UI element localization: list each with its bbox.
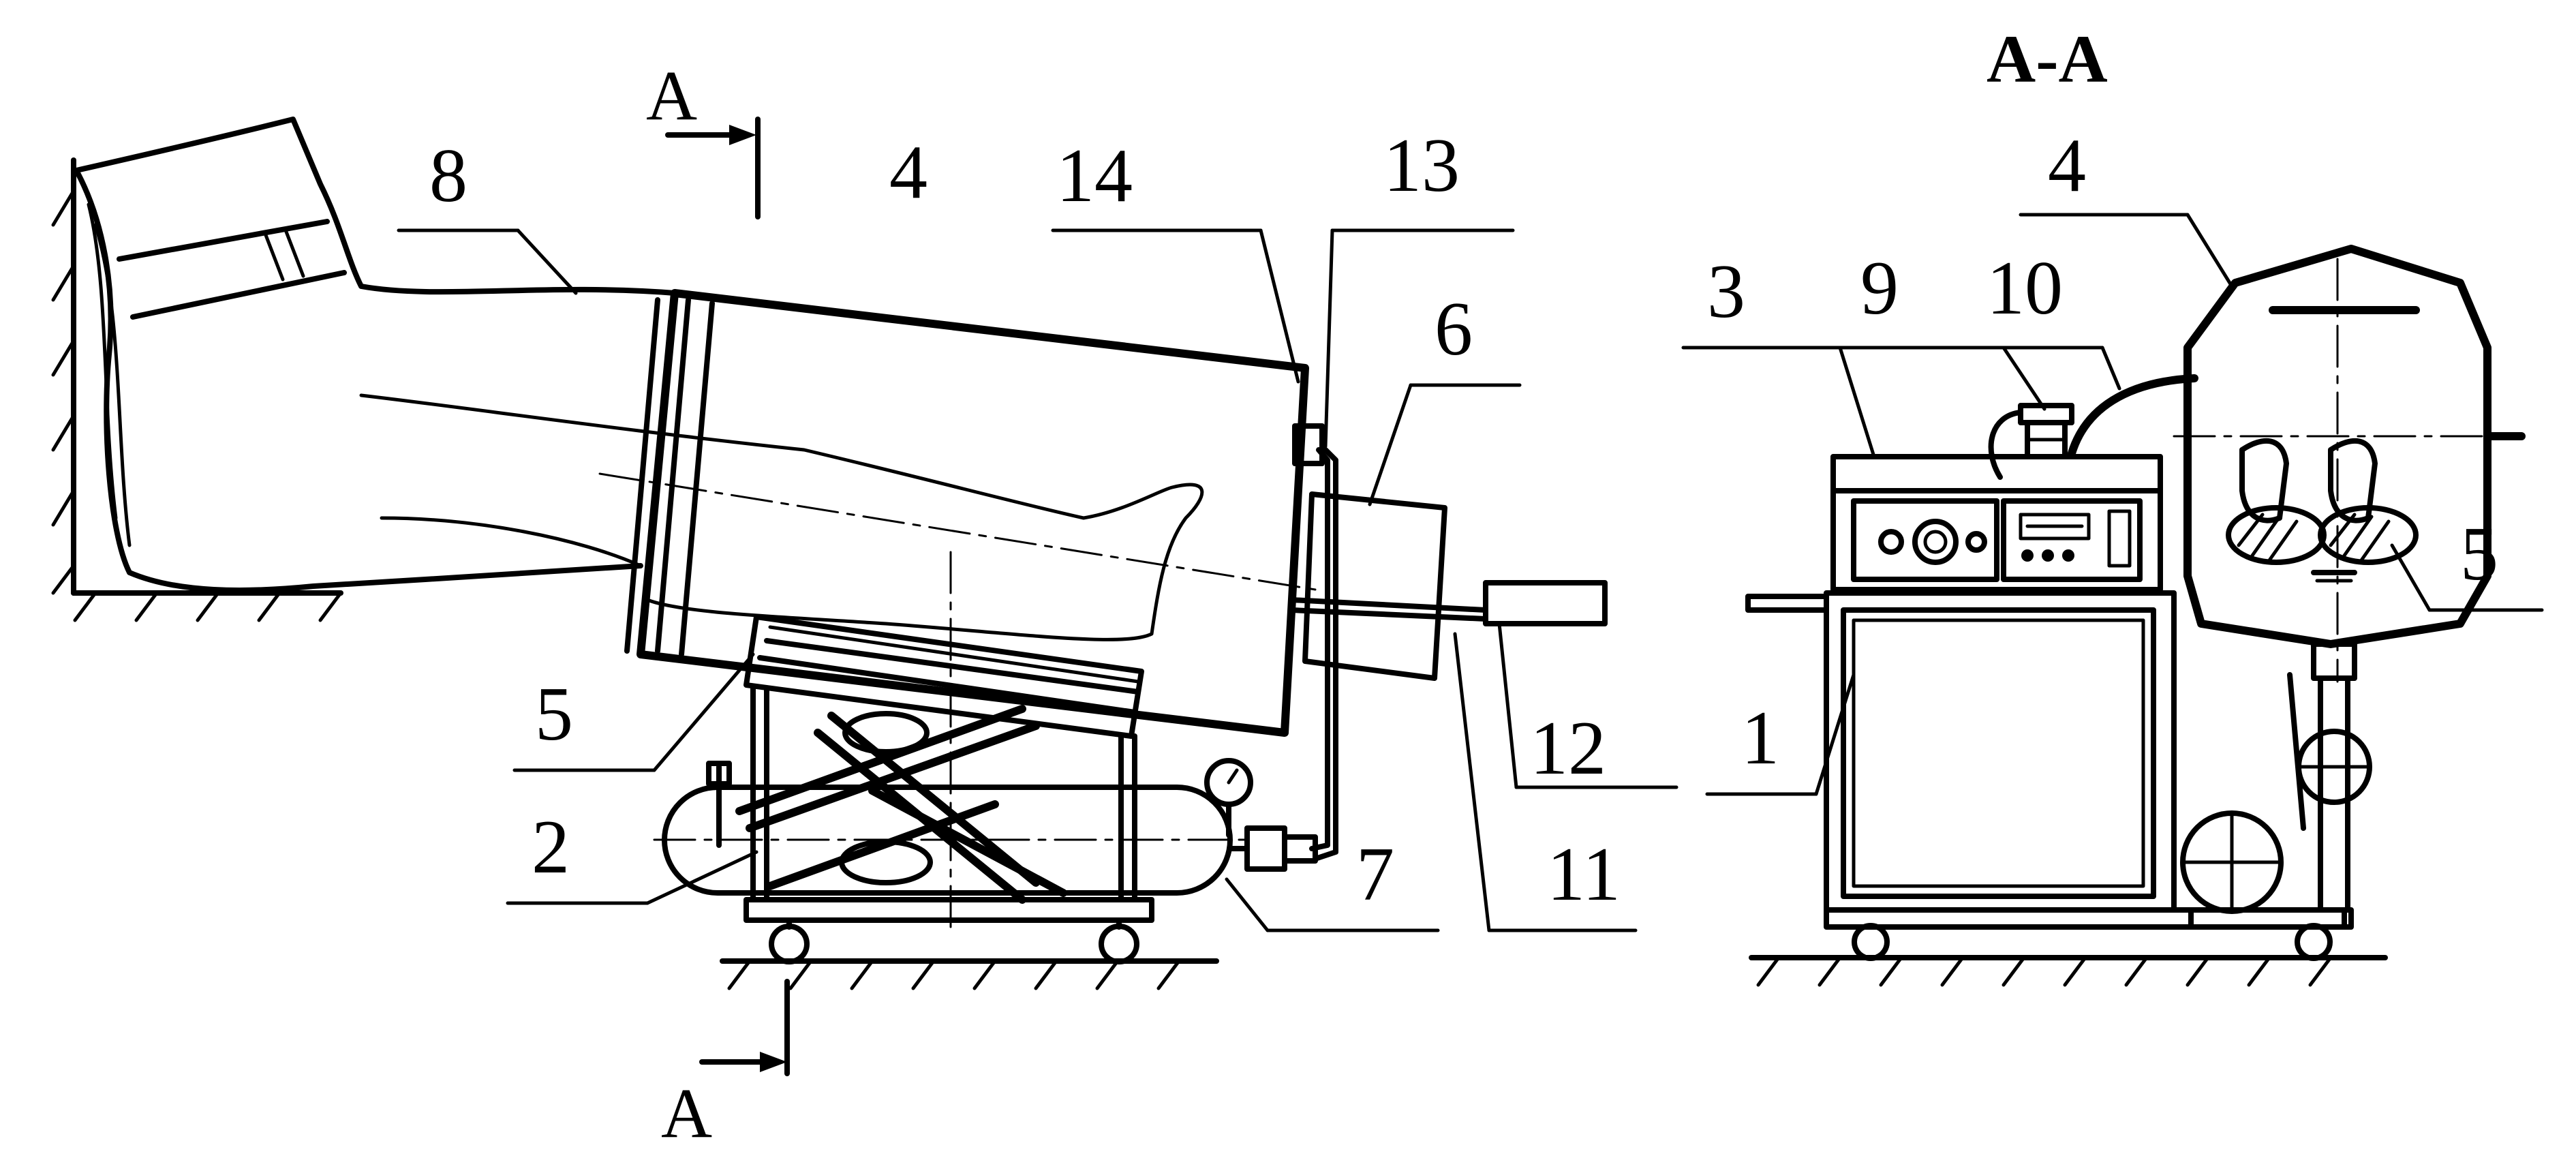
- section-cut-top: A: [646, 57, 761, 219]
- floor-left: [71, 590, 343, 622]
- label-knob: 14: [1056, 134, 1133, 218]
- label-chamber: 4: [889, 130, 927, 215]
- label-leg: 8: [429, 134, 467, 218]
- pedestal: [2180, 641, 2372, 930]
- section-cut-bottom: A: [661, 979, 790, 1153]
- side-view: A A 8: [51, 57, 1678, 1153]
- section-leaders: [1681, 213, 2544, 796]
- label-control-unit: 3: [1707, 249, 1745, 334]
- label-tube: 10: [1987, 246, 2063, 331]
- label-cabinet: 1: [1741, 696, 1779, 780]
- label-air-tank: 7: [1356, 832, 1394, 917]
- chamber: [598, 289, 1325, 935]
- section-marker-top: A: [646, 57, 697, 135]
- section-view: A-A: [1681, 21, 2544, 987]
- air-tank: [653, 758, 1318, 896]
- pipe: [1309, 447, 1338, 862]
- label-pump: 9: [1860, 246, 1899, 331]
- end-cap: [1302, 491, 1447, 681]
- label-handle: 12: [1530, 706, 1606, 791]
- section-marker-bottom: A: [661, 1074, 712, 1153]
- label-rod: 11: [1547, 832, 1621, 917]
- label-scissor-lift: 2: [532, 805, 570, 889]
- floor-right: [1749, 955, 2388, 987]
- cabinet: [1745, 590, 2347, 961]
- wall: [51, 157, 76, 596]
- control-unit: [1830, 374, 2198, 592]
- section-title: A-A: [1987, 21, 2108, 97]
- label-section-support: 5: [2460, 512, 2498, 596]
- handle-rod: [1289, 580, 1608, 626]
- label-section-chamber: 4: [2048, 123, 2086, 208]
- label-end-cap: 6: [1435, 287, 1473, 371]
- label-pipe: 13: [1383, 123, 1460, 208]
- scissor-lift: [706, 686, 1137, 904]
- cart-base: [720, 897, 1219, 990]
- support-plate: [743, 614, 1144, 739]
- chamber-section: [2173, 245, 2526, 683]
- side-leaders: [397, 228, 1678, 932]
- label-support-plate: 5: [535, 672, 573, 757]
- leg: [74, 117, 1204, 641]
